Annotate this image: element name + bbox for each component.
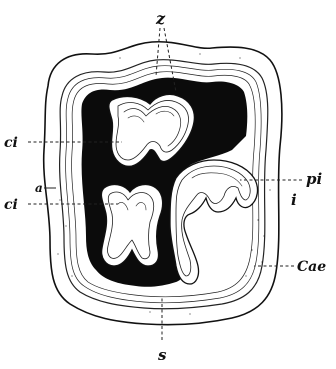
label-s: s <box>158 346 167 364</box>
label-z: z <box>155 9 166 28</box>
label-ci-bottom: ci <box>4 197 18 213</box>
label-cae: Cae <box>297 259 326 275</box>
label-pi: pi <box>306 170 322 188</box>
label-i: i <box>291 191 297 209</box>
label-ci-top: ci <box>4 135 18 151</box>
label-a: a <box>35 181 43 195</box>
